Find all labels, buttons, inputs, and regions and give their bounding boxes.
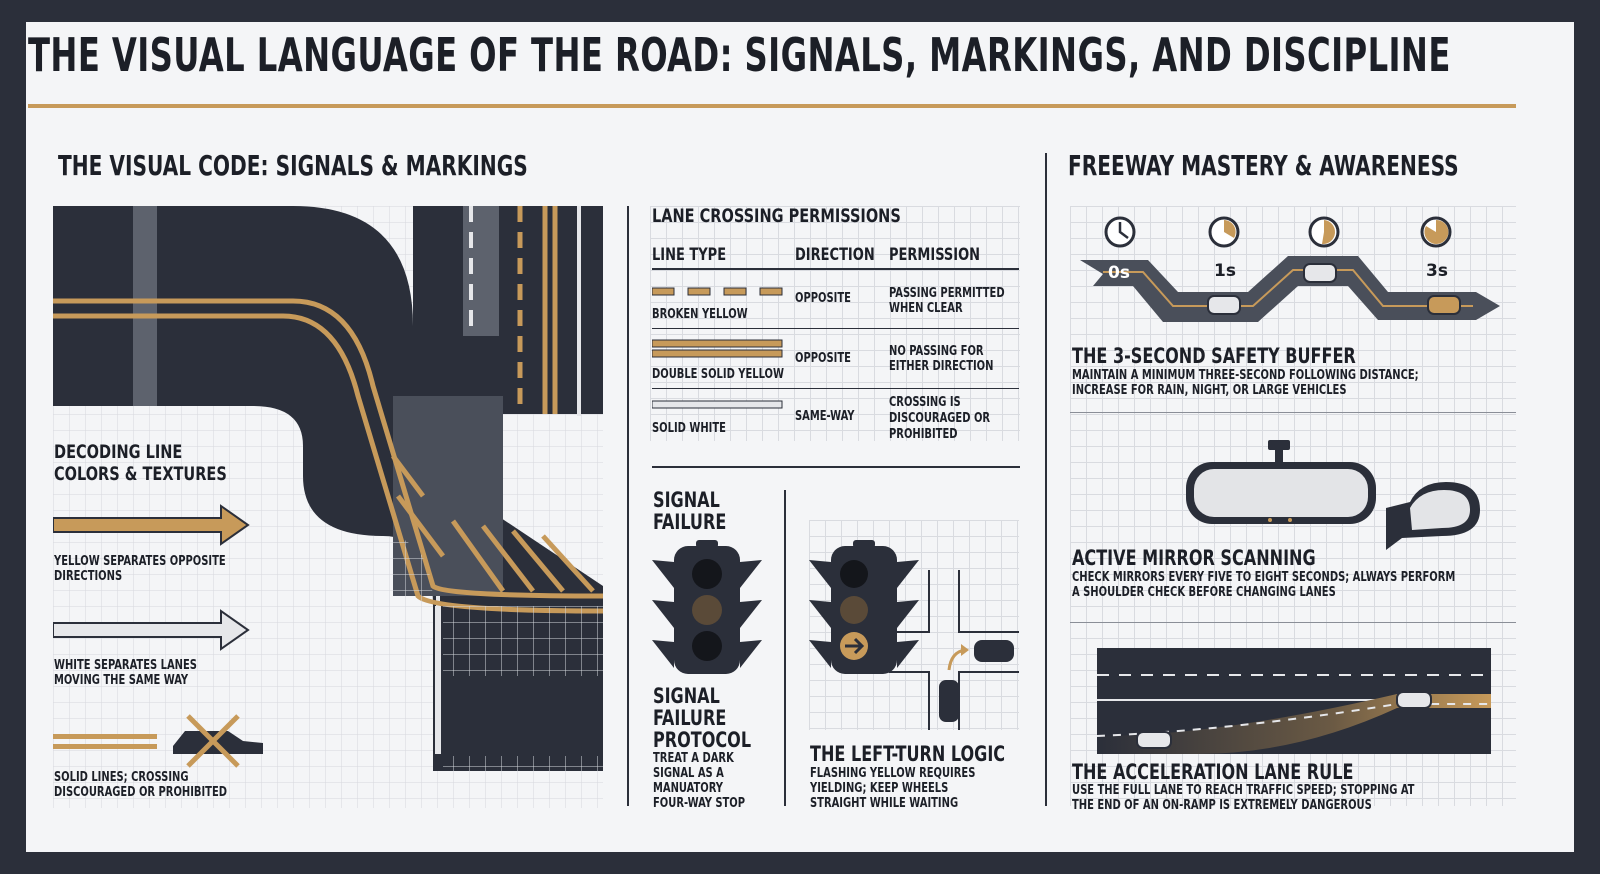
buffer-text-2: INCREASE FOR RAIN, NIGHT, OR LARGE VEHIC… [1072,383,1347,398]
row-divider [652,328,1019,329]
car-icon [974,640,1014,662]
left-turn-text-3: STRAIGHT WHILE WAITING [810,796,959,811]
accel-text-2: THE END OF AN ON-RAMP IS EXTREMELY DANGE… [1072,798,1372,813]
protocol-text-3: MANUATORY [653,781,723,796]
accel-text-1: USE THE FULL LANE TO REACH TRAFFIC SPEED… [1072,783,1415,798]
protocol-title-3: PROTOCOL [653,728,752,752]
right-divider [1070,622,1516,623]
left-turn-title: THE LEFT-TURN LOGIC [810,742,1006,766]
row1-permission-1: PASSING PERMITTED [889,286,1005,301]
car-icon [1207,295,1241,315]
protocol-text-4: FOUR-WAY STOP [653,796,746,811]
lane-table-header-direction: DIRECTION [795,245,875,265]
left-middle-divider [627,206,629,806]
right-section-title: FREEWAY MASTERY & AWARENESS [1068,149,1459,182]
solid-caption-line-2: DISCOURAGED OR PROHIBITED [54,785,228,800]
white-caption-line-2: MOVING THE SAME WAY [54,673,189,688]
main-column-divider [1045,153,1047,806]
decoding-title-line-1: DECODING LINE [54,441,183,463]
yellow-caption-line-1: YELLOW SEPARATES OPPOSITE [54,554,226,569]
mirror-text-1: CHECK MIRRORS EVERY FIVE TO EIGHT SECOND… [1072,570,1456,585]
safety-buffer-illustration: 0s 1s 3s [1080,216,1500,322]
yellow-caption-line-2: DIRECTIONS [54,569,123,584]
middle-horizontal-divider [652,466,1020,468]
clock-icon [1208,216,1240,248]
signal-divider [784,490,786,806]
row3-permission-2: DISCOURAGED OR [889,411,991,426]
buffer-title: THE 3-SECOND SAFETY BUFFER [1072,344,1356,368]
mirror-title: ACTIVE MIRROR SCANNING [1072,546,1316,570]
left-section-title: THE VISUAL CODE: SIGNALS & MARKINGS [58,149,528,182]
lane-line-samples [652,287,783,409]
left-turn-text-1: FLASHING YELLOW REQUIRES [810,766,976,781]
main-title: THE VISUAL LANGUAGE OF THE ROAD: SIGNALS… [28,28,1451,82]
row1-direction: OPPOSITE [795,291,851,306]
white-arrow-icon [53,609,250,651]
car-icon [1396,691,1432,709]
buffer-text-1: MAINTAIN A MINIMUM THREE-SECOND FOLLOWIN… [1072,368,1419,383]
left-arrow-icon [845,637,865,655]
protocol-title-2: FAILURE [653,706,727,730]
row2-permission-2: EITHER DIRECTION [889,359,994,374]
clock-icon [1104,216,1136,248]
accel-title: THE ACCELERATION LANE RULE [1072,760,1354,784]
road-markings-illustration [53,206,603,808]
white-caption-line-1: WHITE SEPARATES LANES [54,658,197,673]
dark-traffic-light-icon [652,540,762,674]
mirror-illustration [1186,440,1480,550]
timeline-label: 1s [1214,261,1236,281]
row2-direction: OPPOSITE [795,351,851,366]
right-divider [1070,412,1516,413]
solid-caption-line-1: SOLID LINES; CROSSING [54,770,189,785]
left-turn-illustration [809,540,1019,730]
lane-table-header-rule [652,268,1019,270]
signal-failure-title-2: FAILURE [653,510,727,534]
lane-table-title: LANE CROSSING PERMISSIONS [652,205,901,227]
clock-icon [1308,216,1340,248]
row1-permission-2: WHEN CLEAR [889,301,963,316]
protocol-text-1: TREAT A DARK [653,751,734,766]
row3-direction: SAME-WAY [795,409,855,424]
row1-line-type: BROKEN YELLOW [652,307,748,322]
row2-line-type: DOUBLE SOLID YELLOW [652,367,784,382]
row2-permission-1: NO PASSING FOR [889,344,984,359]
row3-permission-1: CROSSING IS [889,395,961,410]
row3-line-type: SOLID WHITE [652,421,726,436]
protocol-title-1: SIGNAL [653,684,720,708]
title-rule [28,104,1516,108]
row3-permission-3: PROHIBITED [889,427,958,442]
car-icon [1303,263,1337,283]
protocol-text-2: SIGNAL AS A [653,766,724,781]
timeline-label: 0s [1108,263,1130,283]
decoding-title-line-2: COLORS & TEXTURES [54,463,227,485]
timeline-label: 3s [1426,261,1448,281]
car-icon [939,680,959,722]
left-turn-text-2: YIELDING; KEEP WHEELS [810,781,949,796]
car-icon [1136,731,1172,749]
mirror-text-2: A SHOULDER CHECK BEFORE CHANGING LANES [1072,585,1336,600]
row-divider [652,388,1019,389]
prohibited-x-icon [186,714,240,768]
clock-icon [1420,216,1452,248]
lane-table-header-line-type: LINE TYPE [652,245,727,265]
signal-failure-title-1: SIGNAL [653,488,720,512]
yellow-arrow-icon [53,504,250,546]
lane-table-header-permission: PERMISSION [889,245,981,265]
acceleration-lane-illustration [1097,648,1491,754]
car-icon [1427,295,1461,315]
